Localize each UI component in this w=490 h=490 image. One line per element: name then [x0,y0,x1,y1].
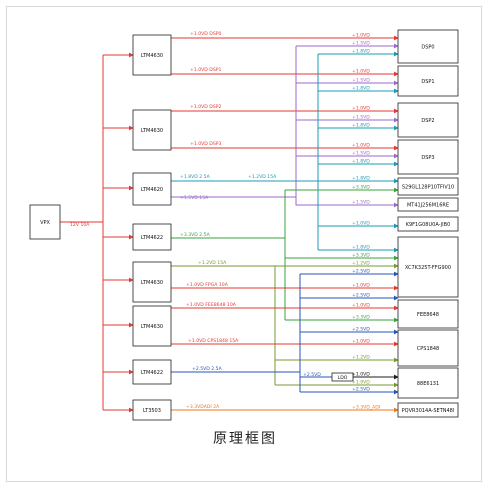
pin-label: +1.8VD [352,176,370,182]
pin-label: +2.5VD [352,387,370,393]
load-label: DSP0 [421,45,434,51]
pin-label: +1.5VD [352,78,370,84]
load-4: S29GL128P10TFIV10 [397,177,459,196]
regulator-label: LTM4630 [141,280,163,286]
regulator-0: LTM4630 [132,34,172,76]
pin-label: +1.0VD [352,283,370,289]
pin-label: +3.3VD [352,185,370,191]
load-label: DSP2 [421,118,434,124]
pin-label: +1.0VD [352,33,370,39]
regulator-8: LTM4622 [132,359,172,385]
regulator-label: LT3503 [143,408,161,414]
rail-label-fpga: +1.0VD FPGA 10A [186,282,229,288]
diagram-frame [6,6,482,482]
load-0: DSP0 [397,29,459,64]
regulator-4: LTM4620 [132,172,172,206]
vpx-source-box [29,204,61,240]
pin-label: +3.3VD [352,253,370,259]
rail-label-2v5: +2.5VD 2.5A [192,366,223,372]
load-label: DSP1 [421,79,434,85]
pin-label: +1.5VD [352,200,370,206]
regulator-label: LTM4622 [141,370,163,376]
pin-label: +1.2VD [352,355,370,361]
pin-label: +1.8VD [352,245,370,251]
pin-label: +1.8VD [352,123,370,129]
pin-label: +1.5VD [352,151,370,157]
pin-label: +1.0VD [352,303,370,309]
load-10: 88E6131 [397,367,459,399]
rail-label-1v8: +1.8VD 2.5A [180,174,211,180]
pin-label: +1.0VD [352,106,370,112]
load-label: XC7K325T-FFG900 [405,265,451,271]
regulators: LTM4630LTM4630LTM4620LTM4622LTM4630LTM46… [132,34,172,421]
rail-label-cps: +1.0VD CPS1848 15A [188,338,239,344]
rail-label-dsp2: +1.0VD DSP2 [190,104,222,110]
load-label: DSP3 [421,155,434,161]
vpx-label: VPX [40,220,50,226]
pin-label: +3.3VD_ADI [352,405,380,411]
pin-label: +3.3VD [352,315,370,321]
pin-label: +2.5VD [352,269,370,275]
regulator-label: LTM4630 [141,324,163,330]
regulator-label: LTM4630 [141,53,163,59]
load-label: K9F1G08U0A-JIB0 [406,222,451,228]
rail-label-dsp0: +1.0VD DSP0 [190,31,222,37]
load-9: CPS1848 [397,329,459,367]
load-6: K9F1G08U0A-JIB0 [397,216,459,232]
load-label: 88E6131 [417,381,439,387]
rail-label-3v3: +3.3VD 2.5A [180,232,211,238]
pin-label: +1.8VD [352,159,370,165]
regulator-1: LTM4630 [132,109,172,151]
pin-label: +2.5VD [352,327,370,333]
ldo-label: LDO [338,375,348,381]
pin-label: +1.8VD [352,49,370,55]
pin-label: +1.0VD [352,221,370,227]
regulator-5: LTM4622 [132,223,172,251]
pin-label: +1.0VD [352,372,370,378]
source-net-label: 12V 10A [70,222,90,228]
pin-label: +2.5VD [352,293,370,299]
ldo-box [331,372,354,382]
pin-label: +1.5VD [352,115,370,121]
regulator-7: LTM4630 [132,305,172,347]
rail-label-dsp3: +1.0VD DSP3 [190,141,222,147]
load-2: DSP2 [397,102,459,138]
pin-labels: +1.0VD +1.5VD +1.8VD +1.0VD +1.5VD +1.8VD +1.0… [352,33,380,411]
regulator-6: LTM4630 [132,261,172,303]
load-label: MT41J256M16RE [407,203,449,209]
pin-label: +1.2VD [352,261,370,267]
pin-label: +1.0VD [352,143,370,149]
rail-label-ldo-in: +2.5VD [303,372,321,378]
load-label: PQVR3014A-SETN48I [402,408,455,414]
load-5: MT41J256M16RE [397,197,459,212]
pin-label: +1.0VD [352,339,370,345]
regulator-label: LTM4630 [141,128,163,134]
pin-label: +1.8VD [352,86,370,92]
load-label: FEE8648 [417,312,439,318]
rail-label-1v2: +1.2VD 15A [198,260,227,266]
pin-label: +1.9VD [352,380,370,386]
rail-label-adi: +3.3VDADI 2A [186,404,220,410]
regulator-label: LTM4620 [141,187,163,193]
load-1: DSP1 [397,65,459,97]
load-7: XC7K325T-FFG900 [397,236,459,298]
load-8: FEE8648 [397,299,459,329]
pin-label: +1.5VD [352,41,370,47]
rail-label-1v2-teal: +1.2VD 15A [248,174,277,180]
rail-label-dsp1: +1.0VD DSP1 [190,67,222,73]
loads: DSP0DSP1DSP2DSP3S29GL128P10TFIV10MT41J25… [397,29,459,418]
regulator-9: LT3503 [132,399,172,421]
load-11: PQVR3014A-SETN48I [397,402,459,418]
diagram-caption: 原理框图 [213,431,277,447]
regulator-label: LTM4622 [141,235,163,241]
pin-label: +1.0VD [352,69,370,75]
rail-label-1v5: +1.5VD 15A [180,195,209,201]
load-label: S29GL128P10TFIV10 [402,185,454,191]
load-label: CPS1848 [417,346,439,352]
rail-label-fee: +1.0VD FEE8648 10A [186,302,237,308]
load-3: DSP3 [397,139,459,175]
